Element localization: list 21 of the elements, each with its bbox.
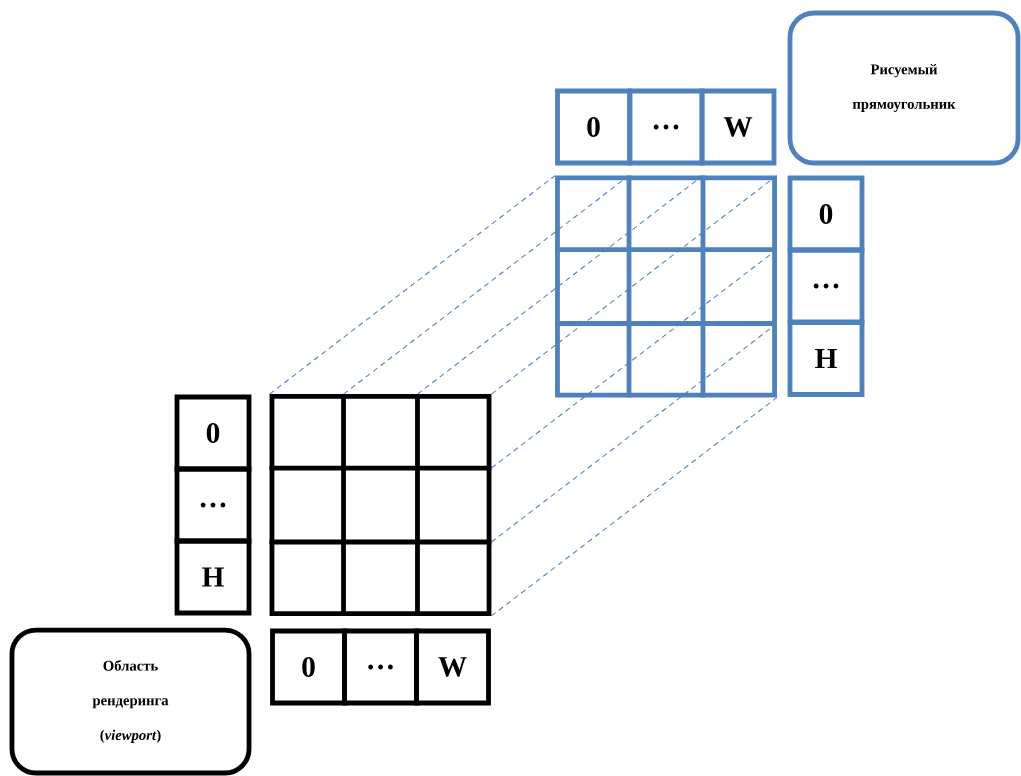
- index-cell: W: [414, 628, 491, 706]
- index-cell: 0: [787, 175, 865, 253]
- pixel-grid: [555, 175, 777, 398]
- index-cell: …: [342, 628, 419, 706]
- caption-box: Область рендеринга (viewport): [9, 627, 252, 776]
- index-cell: H: [174, 538, 252, 616]
- index-cell: W: [699, 88, 777, 166]
- index-cell: 0: [174, 394, 252, 472]
- index-cell: H: [787, 320, 865, 397]
- projection-line: [269, 175, 556, 395]
- index-cell: …: [627, 88, 705, 166]
- pixel-grid: [269, 394, 492, 616]
- projection-line: [490, 396, 778, 617]
- projection-line: [490, 249, 778, 469]
- projection-line: [490, 322, 778, 543]
- index-cell: 0: [555, 88, 632, 166]
- index-cell: 0: [270, 628, 347, 706]
- index-cell: …: [174, 466, 252, 544]
- projection-line: [490, 175, 778, 395]
- caption-box: Рисуемый прямоугольник: [787, 10, 1021, 166]
- index-cell: …: [787, 247, 865, 325]
